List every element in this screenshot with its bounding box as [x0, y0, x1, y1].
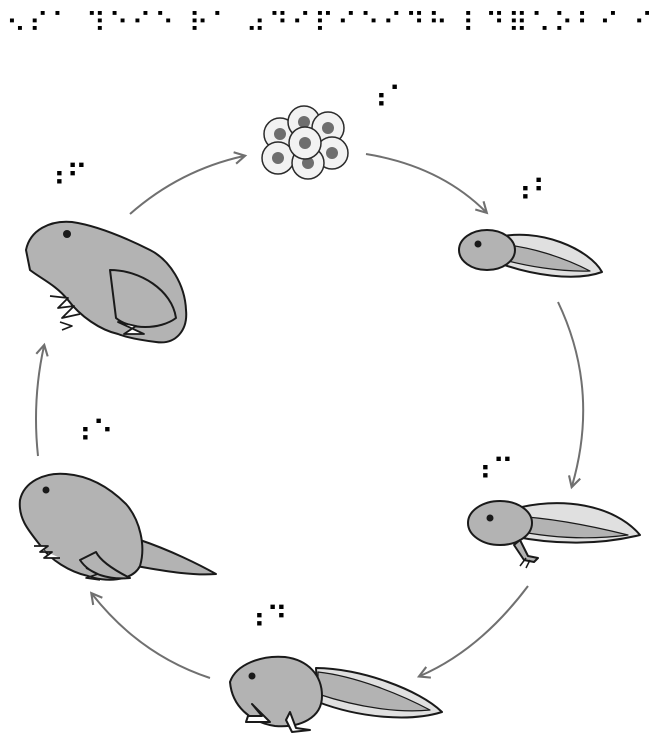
arrow-young-to-adult — [36, 346, 44, 456]
arrow-eggs-to-tadpole — [366, 154, 486, 212]
tadpole — [459, 230, 602, 277]
egg-cluster — [262, 106, 348, 179]
arrow-froglet-to-young — [92, 594, 210, 678]
adult-frog — [26, 222, 186, 343]
young-frog — [20, 474, 216, 580]
arrow-tadpole-to-legs — [558, 302, 583, 486]
arrow-legs-to-froglet — [420, 586, 528, 676]
arrow-adult-to-eggs — [130, 156, 244, 214]
froglet — [230, 657, 442, 732]
tadpole-with-legs — [468, 501, 640, 568]
